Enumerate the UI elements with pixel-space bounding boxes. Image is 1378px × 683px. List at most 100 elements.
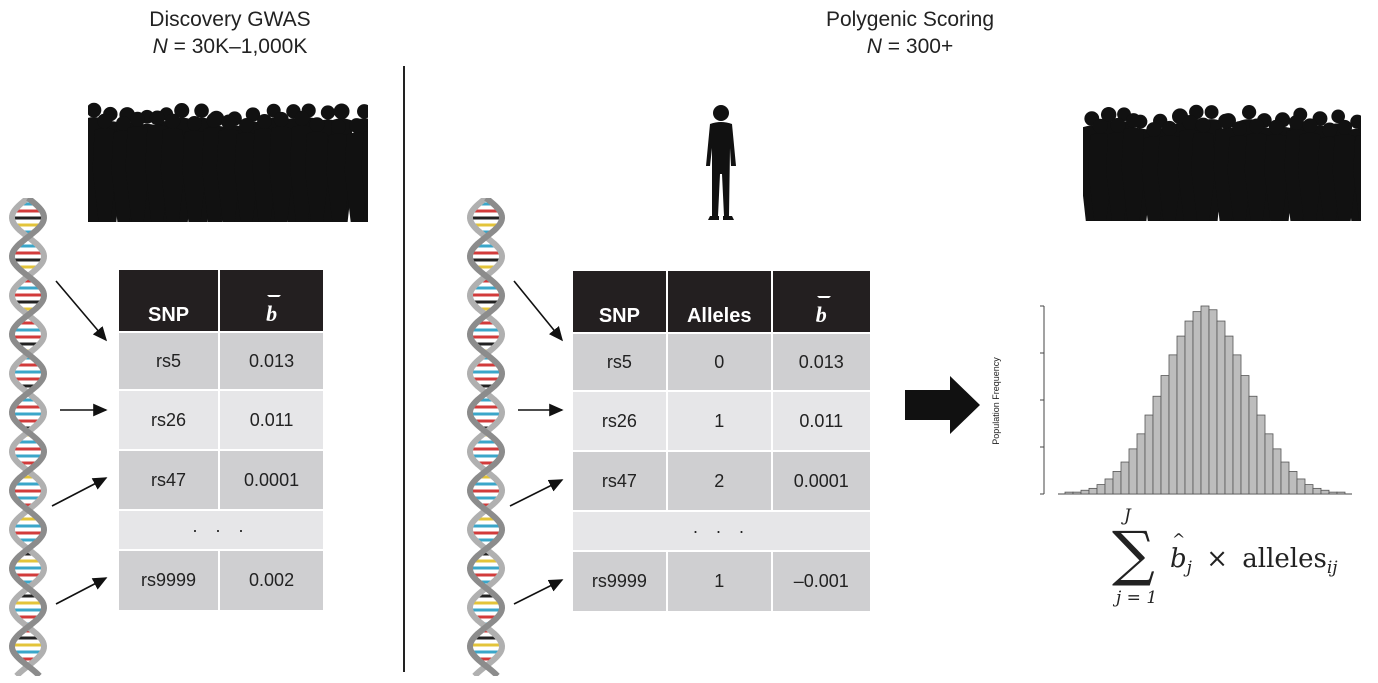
histogram-bar (1216, 320, 1226, 495)
table-row: rs5 0 0.013 (573, 332, 870, 391)
table-row: rs26 1 0.011 (573, 390, 870, 451)
table-row: rs47 2 0.0001 (573, 450, 870, 511)
histogram-bar (1120, 461, 1130, 495)
histogram-bar (1128, 448, 1138, 495)
crowd-silhouette-left (88, 102, 368, 222)
arrow-rs9999-right (513, 579, 564, 605)
person-silhouette (1157, 120, 1182, 221)
scoring-snp-table: SNP Alleles b rs5 0 0.013 rs26 1 0.011 r… (573, 271, 870, 611)
header-snp: SNP (573, 271, 668, 333)
histogram-bar (1280, 461, 1290, 495)
panel-divider (403, 66, 405, 672)
arrow-rs9999-left (55, 577, 108, 605)
header-b-hat: b (771, 271, 870, 333)
crowd-silhouette-right (1083, 104, 1361, 221)
histogram-bar (1256, 414, 1266, 495)
polygenic-scoring-title: Polygenic Scoring N = 300+ (800, 6, 1020, 60)
histogram-bar (1240, 375, 1250, 495)
histogram-bar (1080, 489, 1090, 495)
polygenic-sample-size: N = 300+ (866, 35, 954, 58)
b-hat-term: ^b (1170, 530, 1187, 574)
polygenic-title-text: Polygenic Scoring (825, 8, 995, 31)
histogram-bar (1336, 491, 1346, 495)
histogram-bar (1224, 335, 1234, 495)
polygenic-score-formula: J ∑ j = 1 ^bj × allelesij (1112, 506, 1352, 618)
histogram-bar (1232, 354, 1242, 495)
discovery-title-text: Discovery GWAS (149, 8, 311, 31)
person-silhouette (361, 118, 368, 222)
histogram-bar (1160, 375, 1170, 495)
big-right-arrow-icon (905, 376, 980, 434)
histogram-bar (1072, 491, 1082, 495)
table-row: rs26 0.011 (119, 389, 323, 450)
person-silhouette (344, 118, 368, 222)
discovery-gwas-title: Discovery GWAS N = 30K–1,000K (120, 6, 340, 60)
histogram-bar (1184, 320, 1194, 495)
histogram-bar (1304, 484, 1314, 495)
dna-helix-left-icon (8, 198, 48, 676)
dna-helix-right-icon (466, 198, 506, 676)
sum-upper-limit: J (1124, 506, 1131, 526)
times-operator: × (1206, 544, 1228, 574)
histogram-bar (1328, 491, 1338, 495)
person-silhouette (92, 113, 117, 222)
histogram-bar (1200, 305, 1210, 495)
alleles-term: alleles (1242, 544, 1327, 574)
arrow-rs47-right (509, 479, 564, 507)
histogram-bar (1168, 354, 1178, 495)
histogram-bar (1312, 487, 1322, 495)
gwas-snp-table: SNP b rs5 0.013 rs26 0.011 rs47 0.0001 ·… (119, 270, 323, 610)
histogram-bar (1112, 471, 1122, 495)
formula-terms: ^bj × allelesij (1170, 530, 1338, 579)
header-b-hat: b (219, 270, 323, 332)
histogram-bar (1320, 489, 1330, 495)
person-silhouette (234, 117, 259, 222)
arrow-rs47-left (51, 477, 108, 507)
histogram-bar (1296, 478, 1306, 495)
table-row-ellipsis: · · · (119, 509, 323, 550)
person-silhouette (182, 116, 207, 222)
histogram-bar (1272, 448, 1282, 495)
histogram-bar (1136, 433, 1146, 495)
person-silhouette (1121, 113, 1146, 221)
person-silhouette (125, 111, 150, 222)
table-row-ellipsis: · · · (573, 510, 870, 551)
person-silhouette (1264, 119, 1289, 221)
person-silhouette-icon (706, 105, 736, 220)
histogram-bar (1176, 335, 1186, 495)
sum-lower-limit: j = 1 (1116, 588, 1158, 608)
person-silhouette (269, 111, 294, 222)
histogram-bar (1208, 309, 1218, 495)
summation-sign: ∑ (1112, 519, 1155, 589)
person-silhouette (1088, 118, 1113, 221)
person-silhouette (326, 119, 351, 222)
histogram-y-axis-label: Population Frequency (991, 357, 1001, 445)
discovery-sample-size: N = 30K–1,000K (152, 35, 308, 58)
person-silhouette (1332, 119, 1357, 221)
header-alleles: Alleles (666, 271, 773, 333)
histogram-bar (1152, 395, 1162, 495)
person-silhouette (1244, 118, 1269, 221)
person-silhouette (1297, 118, 1322, 221)
table-row: rs9999 1 –0.001 (573, 550, 870, 611)
table-row: rs5 0.013 (119, 331, 323, 390)
arrow-rs5-right (513, 280, 564, 342)
person-silhouette (1353, 121, 1361, 221)
histogram-bar (1192, 311, 1202, 495)
arrow-rs5-left (55, 280, 108, 342)
header-snp: SNP (119, 270, 221, 332)
dna-strand (8, 198, 48, 676)
table-row: rs9999 0.002 (119, 549, 323, 610)
histogram-bar (1264, 433, 1274, 495)
histogram-bar (1144, 414, 1154, 495)
histogram-bar (1088, 487, 1098, 495)
histogram-bar (1248, 395, 1258, 495)
person-silhouette (305, 117, 330, 222)
score-distribution-histogram (1040, 305, 1352, 495)
histogram-bar (1064, 491, 1074, 495)
histogram-bar (1104, 478, 1114, 495)
histogram-bar (1288, 471, 1298, 495)
histogram-bar (1096, 484, 1106, 495)
dna-strand (466, 198, 506, 676)
